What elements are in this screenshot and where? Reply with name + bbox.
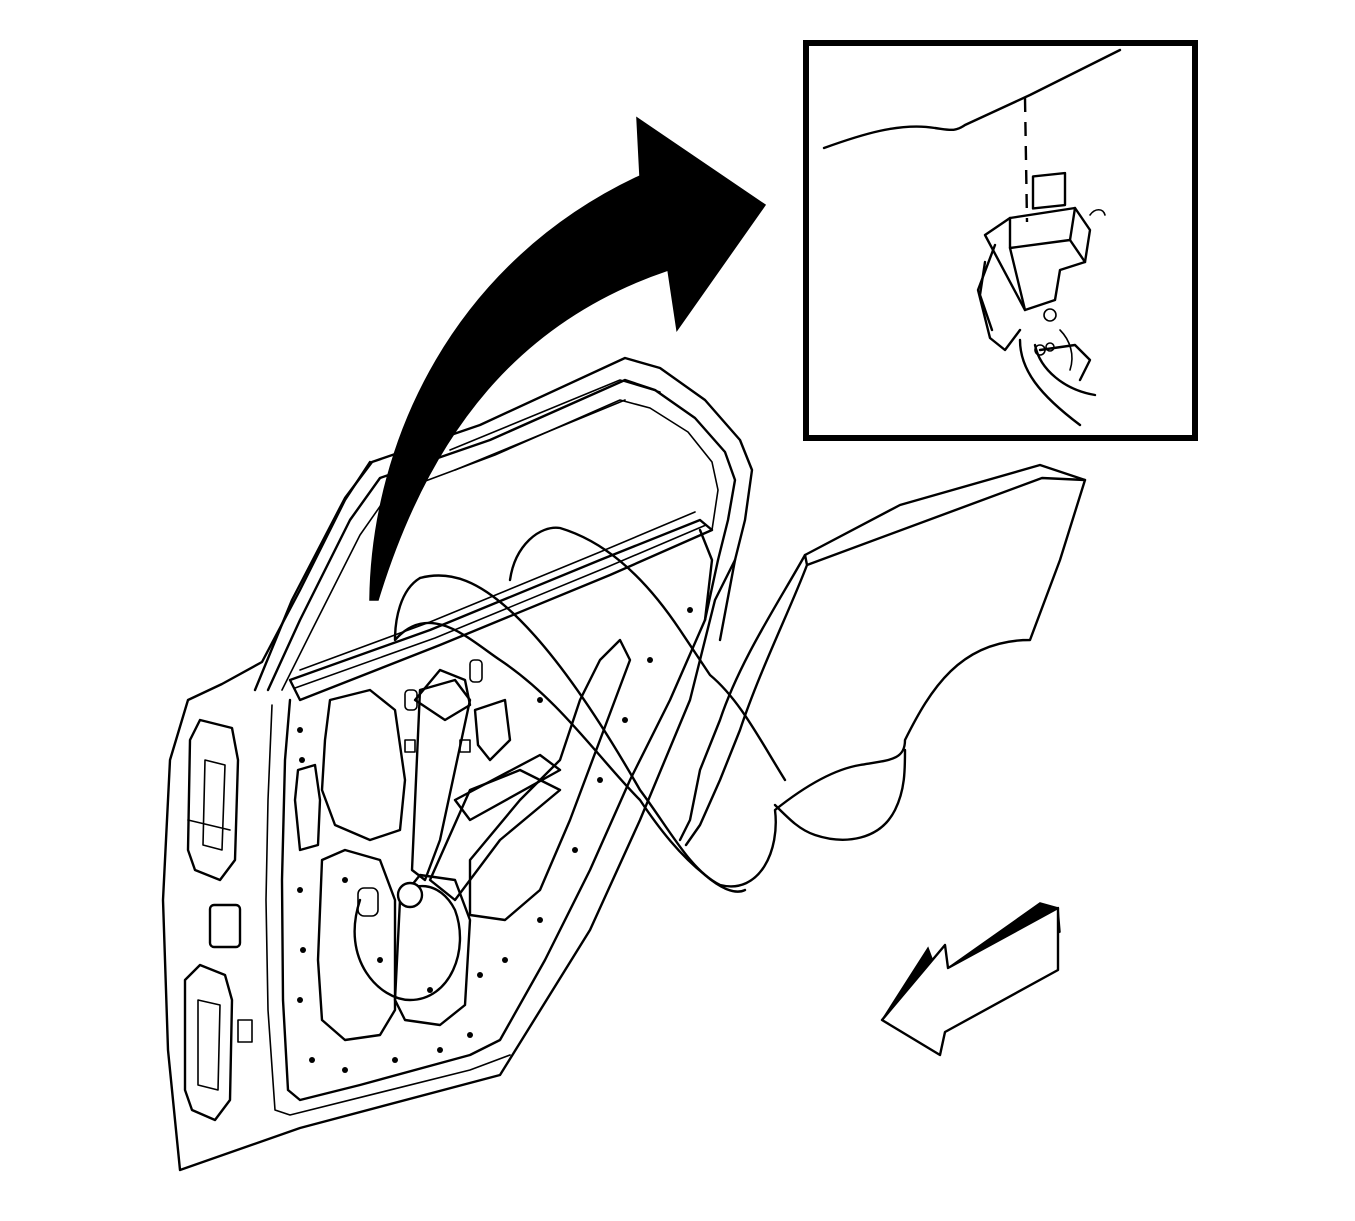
access-hole-right: [468, 638, 632, 922]
window-frame-outer: [253, 356, 754, 692]
glass-lower-curve: [773, 748, 907, 841]
glass-lower-channel: [453, 753, 562, 822]
check-link: [208, 903, 242, 949]
upper-hinge-detail: [187, 759, 231, 851]
upper-hinge: [186, 718, 240, 882]
regulator-arm: [428, 768, 562, 902]
inner-panel-edge: [265, 704, 511, 1116]
belt-molding-lines: [294, 511, 707, 689]
square-hole-2: [459, 739, 471, 753]
access-hole-left: [316, 848, 397, 1042]
access-hole-upper: [320, 688, 407, 842]
belt-line-upper: [449, 379, 661, 451]
glass-left-loop: [393, 576, 747, 893]
window-clip-detail: [976, 171, 1106, 427]
lower-hinge: [183, 963, 234, 1122]
glass-upper-loop: [508, 526, 787, 782]
speaker-opening: [293, 763, 322, 852]
front-arrow-face: [880, 906, 1060, 1057]
inset-frame: [803, 40, 1198, 441]
regulator-motor: [396, 881, 424, 909]
belt-line-lower: [454, 399, 626, 471]
window-frame-inner-2: [281, 399, 719, 691]
door-outer-shell: [161, 460, 737, 1172]
vent-slot: [404, 689, 418, 711]
inset-glass-edge: [822, 48, 1122, 150]
glass-front-edge: [684, 476, 1087, 847]
lock-module: [473, 698, 512, 762]
window-regulator-rail: [410, 678, 472, 882]
vent-slot-2: [469, 659, 483, 683]
square-hole-3: [357, 887, 379, 917]
curved-removal-arrow-icon: [369, 116, 767, 601]
glass-pane: [418, 463, 1087, 888]
regulator-bracket: [413, 668, 472, 722]
belt-molding: [288, 518, 714, 702]
inner-panel: [280, 528, 714, 1102]
window-glass: [393, 463, 1087, 893]
vehicle-front-direction-arrow-icon: [880, 902, 1061, 1057]
detail-inset: [803, 40, 1198, 441]
mounting-holes: [297, 607, 693, 1073]
square-hole: [404, 739, 416, 753]
lower-hinge-detail: [197, 999, 221, 1091]
hinge-bracket: [237, 1019, 253, 1043]
regulator-cable: [353, 885, 462, 1002]
door-assembly: [161, 356, 754, 1172]
inset-leader-line: [1023, 97, 1029, 223]
